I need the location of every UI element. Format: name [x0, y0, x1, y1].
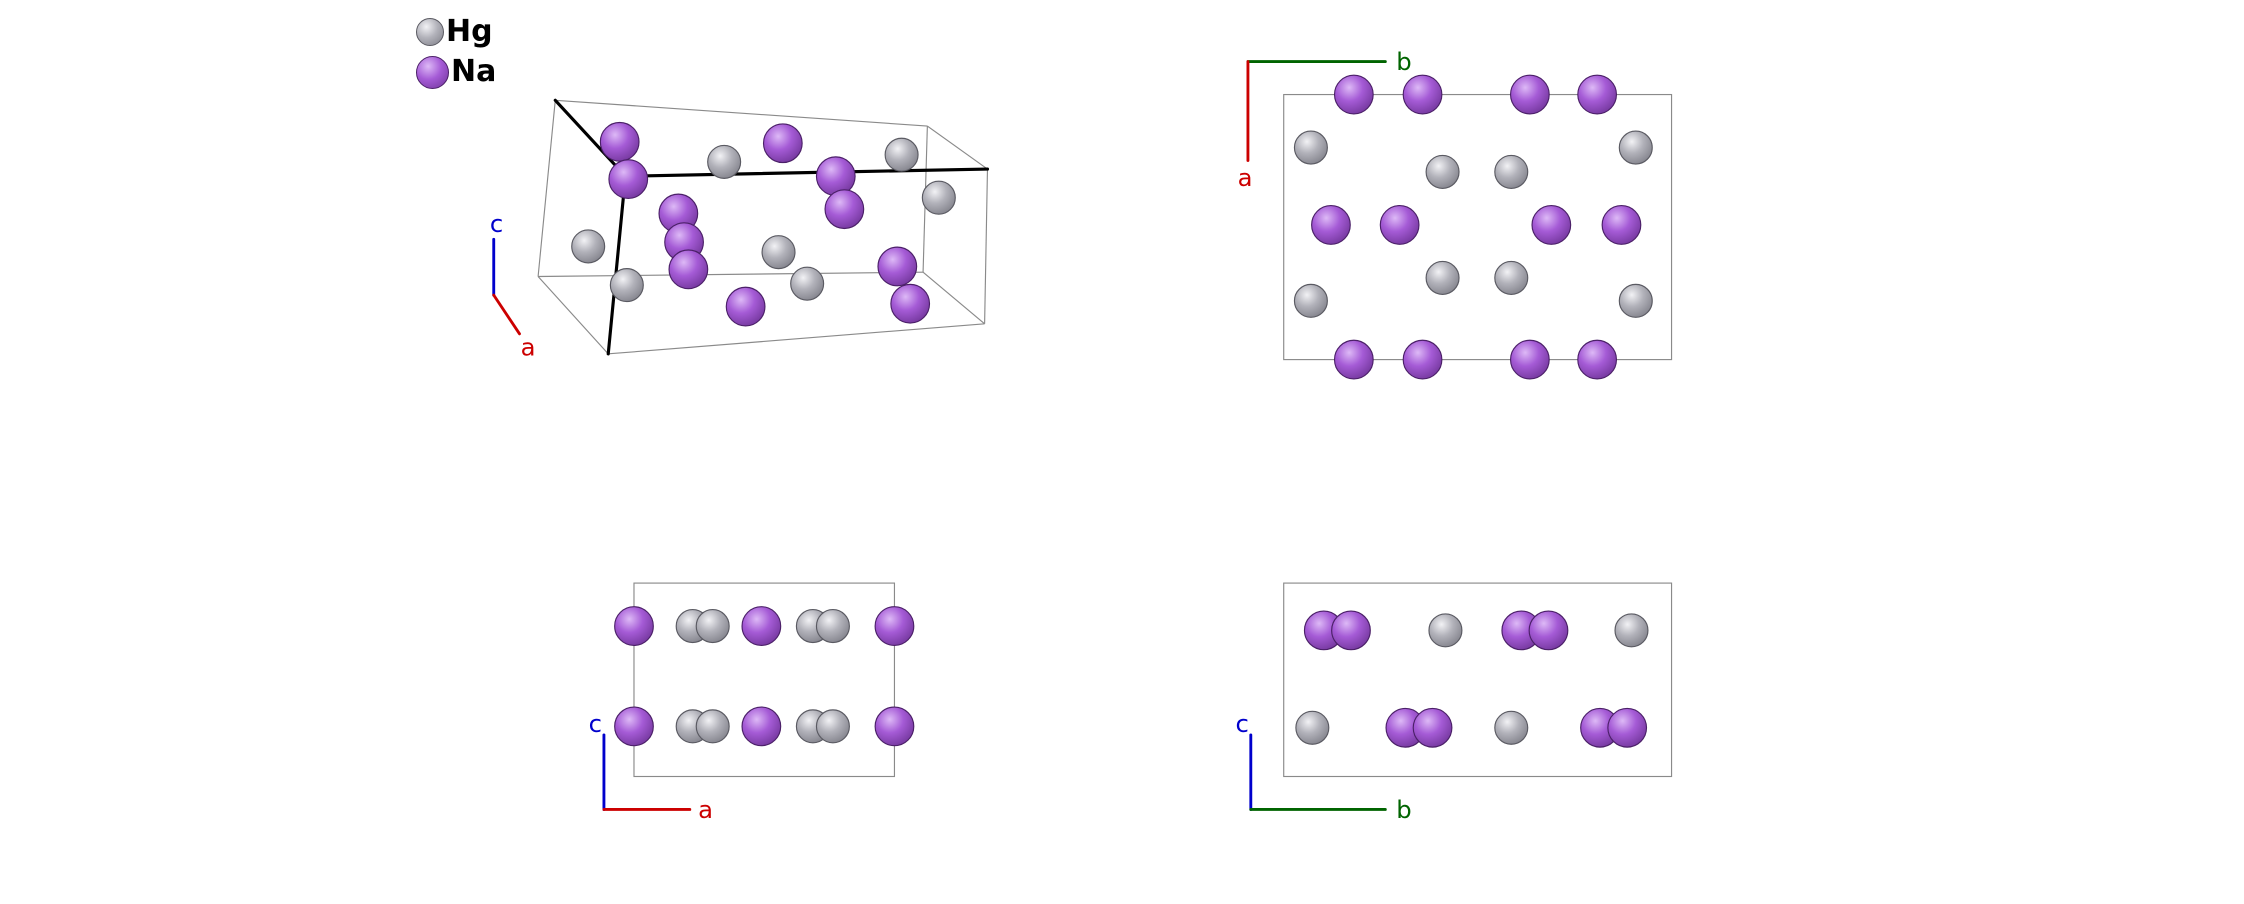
- legend-item-na: Na: [416, 52, 496, 92]
- atom-Hg: [707, 144, 742, 179]
- atom-Hg: [790, 266, 825, 301]
- atom-Na: [1402, 74, 1443, 115]
- atom-Hg: [609, 268, 644, 303]
- atom-Na: [614, 606, 654, 646]
- atom-Na: [608, 159, 649, 199]
- atom-Hg: [1295, 710, 1330, 745]
- atom-Na: [874, 706, 915, 747]
- atom-Na: [1379, 205, 1420, 245]
- atom-Na: [1331, 610, 1371, 651]
- atom-Na: [1607, 707, 1648, 748]
- cell-outline: [1283, 582, 1673, 778]
- atom-Na: [1333, 339, 1374, 380]
- projection-along-c: ba: [1238, 47, 1673, 380]
- atom-Na: [890, 283, 931, 324]
- legend-item-hg: Hg: [416, 12, 496, 52]
- cell-edge: [608, 323, 985, 355]
- axis-c-label: c: [490, 209, 503, 238]
- atom-Na: [815, 156, 856, 197]
- atom-Hg: [1428, 613, 1463, 648]
- axis-b-label: b: [1396, 47, 1411, 76]
- axis-a-line: [492, 293, 521, 336]
- atom-Na: [1412, 707, 1453, 748]
- atom-Hg: [1425, 260, 1460, 295]
- atom-Hg: [1293, 283, 1328, 318]
- cell-edge: [984, 169, 989, 324]
- projection-along-b: ca: [589, 582, 915, 824]
- atom-Na: [1577, 74, 1618, 115]
- atom-Na: [725, 286, 766, 327]
- atom-Hg: [695, 709, 730, 744]
- axis-c-label: c: [589, 709, 602, 738]
- atom-Hg: [1494, 710, 1529, 745]
- cell-edge-bold: [606, 174, 627, 356]
- atom-Na: [1509, 339, 1550, 380]
- atom-Hg: [1425, 154, 1460, 189]
- atom-Na: [874, 606, 915, 646]
- atom-Hg: [815, 609, 850, 644]
- atom-Hg: [761, 235, 796, 270]
- axis-a-label: a: [521, 332, 536, 361]
- cell-edge: [555, 99, 928, 127]
- cell-edge: [922, 271, 985, 325]
- atom-Hg: [1614, 613, 1649, 648]
- atom-Na: [877, 246, 918, 287]
- atom-Hg: [1618, 130, 1653, 165]
- axis-c-label: c: [1236, 709, 1249, 738]
- legend-label-hg: Hg: [446, 14, 493, 49]
- atom-Na: [1531, 205, 1572, 245]
- atom-Hg: [1618, 283, 1653, 318]
- atom-Hg: [884, 137, 919, 172]
- atom-Hg: [1494, 154, 1529, 189]
- atom-Na: [824, 189, 865, 230]
- atom-Na: [741, 706, 782, 747]
- cell-edge-bold: [553, 98, 627, 178]
- atom-Hg: [1494, 260, 1529, 295]
- atom-Na: [614, 706, 654, 747]
- atom-Na: [741, 606, 782, 646]
- cell-edge: [537, 276, 609, 355]
- atom-Na: [762, 123, 803, 164]
- cell-edge-bold: [623, 167, 990, 178]
- atom-Hg: [571, 229, 606, 264]
- atom-Na: [668, 249, 709, 290]
- atom-Na: [1528, 610, 1569, 651]
- atom-Na: [1509, 74, 1550, 115]
- atom-Hg: [921, 180, 956, 215]
- legend-label-na: Na: [451, 54, 497, 89]
- atom-Na: [1601, 205, 1642, 245]
- axis-b-label: b: [1396, 795, 1411, 824]
- atom-Na: [1402, 339, 1443, 380]
- projection-along-a: cb: [1236, 582, 1673, 824]
- atom-Na: [1333, 74, 1374, 115]
- atom-Na: [599, 121, 640, 162]
- axis-a-label: a: [698, 795, 713, 824]
- axis-a-label: a: [1238, 163, 1253, 192]
- atom-Na: [1311, 205, 1351, 245]
- legend: Hg Na: [416, 12, 496, 92]
- atom-Hg: [1293, 130, 1328, 165]
- atom-Na: [1577, 339, 1618, 380]
- cell-edge: [537, 100, 556, 277]
- cell-outline: [1283, 93, 1673, 361]
- unit-cell-perspective: ca: [490, 98, 990, 361]
- atom-Hg: [695, 609, 730, 644]
- cell-edge: [927, 125, 988, 170]
- cell-edge: [538, 271, 924, 278]
- cell-outline: [633, 582, 896, 778]
- na-sphere-icon: [416, 55, 449, 89]
- atom-Hg: [815, 709, 850, 744]
- hg-sphere-icon: [416, 18, 444, 46]
